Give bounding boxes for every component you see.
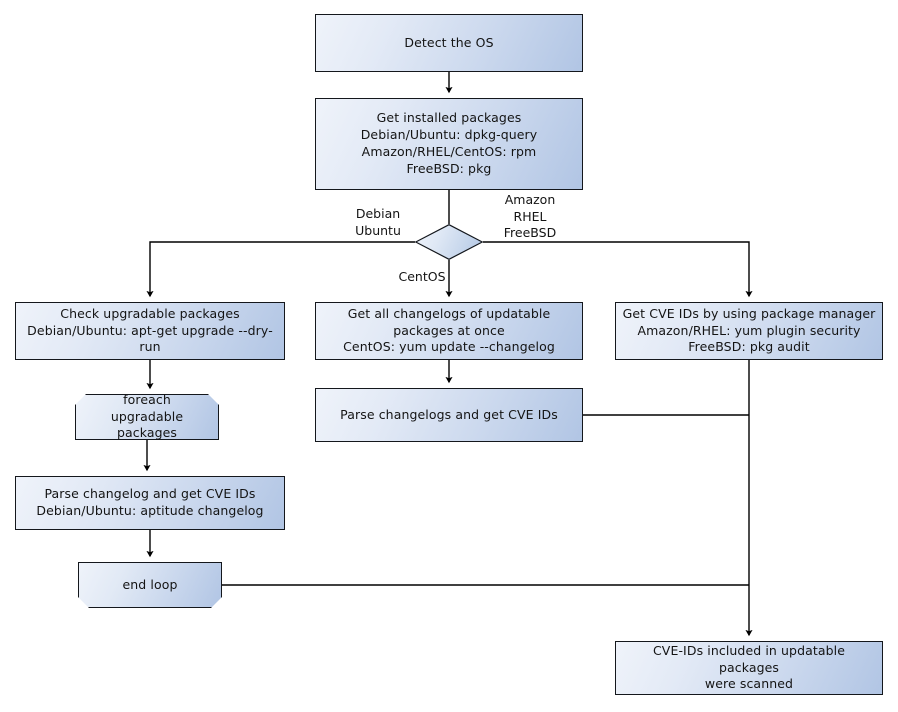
parse-changelog-aptitude-node-label: Parse changelog and get CVE IDs Debian/U…: [36, 486, 264, 518]
check-upgradable-packages-node-label: Check upgradable packages Debian/Ubuntu:…: [27, 305, 273, 355]
edge-decision-to-get-cve-pkgmgr: [483, 241, 753, 298]
os-type-decision-diamond[interactable]: [415, 224, 483, 260]
end-loop-node-label: end loop: [122, 576, 178, 592]
parse-changelogs-get-cve-ids-node-label: Parse changelogs and get CVE IDs: [340, 406, 558, 422]
detect-the-os-node[interactable]: Detect the OS: [315, 14, 585, 74]
get-installed-packages-node-label: Get installed packages Debian/Ubuntu: dp…: [360, 110, 538, 176]
foreach-upgradable-packages-loop-start-label: foreach upgradable packages: [110, 391, 184, 441]
foreach-upgradable-packages-loop-start[interactable]: foreach upgradable packages: [75, 391, 219, 441]
get-cve-ids-package-manager-node[interactable]: Get CVE IDs by using package manager Ama…: [615, 302, 885, 362]
edge-decision-to-check-upgradable: [146, 241, 415, 298]
edge-label-centos: CentOS: [398, 269, 446, 284]
decision-diamond-outline: [415, 224, 483, 260]
get-installed-packages-node[interactable]: Get installed packages Debian/Ubuntu: dp…: [315, 98, 585, 192]
get-all-changelogs-node-label: Get all changelogs of updatable packages…: [343, 305, 555, 355]
check-upgradable-packages-node[interactable]: Check upgradable packages Debian/Ubuntu:…: [15, 302, 287, 362]
edge-label-debian-ubuntu: Debian Ubuntu: [355, 206, 401, 238]
detect-the-os-node-label: Detect the OS: [404, 34, 494, 50]
foreach-upgradable-packages-loop-start-fill: [75, 394, 219, 440]
parse-changelog-aptitude-node[interactable]: Parse changelog and get CVE IDs Debian/U…: [15, 476, 287, 532]
get-cve-ids-package-manager-node-label: Get CVE IDs by using package manager Ama…: [622, 305, 876, 355]
cve-ids-scanned-node[interactable]: CVE-IDs included in updatable packages w…: [615, 641, 885, 697]
cve-ids-scanned-node-label: CVE-IDs included in updatable packages w…: [652, 642, 846, 692]
parse-changelogs-get-cve-ids-node[interactable]: Parse changelogs and get CVE IDs: [315, 388, 585, 444]
edge-label-amazon-rhel-freebsd: Amazon RHEL FreeBSD: [503, 192, 557, 240]
end-loop-node-fill: [78, 562, 222, 608]
get-all-changelogs-node[interactable]: Get all changelogs of updatable packages…: [315, 302, 585, 362]
end-loop-node[interactable]: end loop: [78, 562, 222, 608]
